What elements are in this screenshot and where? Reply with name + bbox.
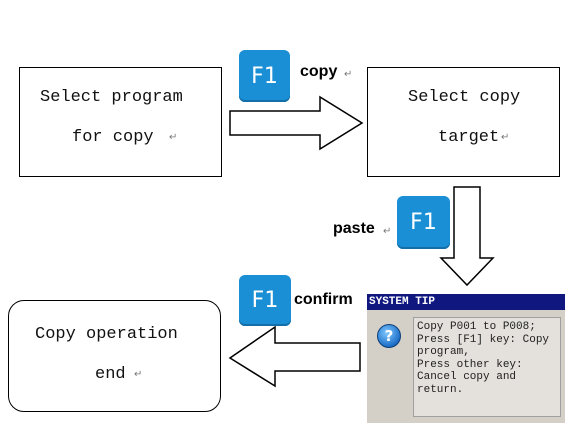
return-mark: ↵ xyxy=(501,132,510,143)
dialog-line: Press [F1] key: Copy xyxy=(417,333,550,346)
dialog-line: program, xyxy=(417,346,470,358)
right-arrow xyxy=(229,95,364,151)
f1-confirm-key: F1 xyxy=(239,275,291,326)
return-mark: ↵ xyxy=(134,369,143,380)
select-target-box: Select copy target ↵ xyxy=(367,67,560,177)
return-mark: ↵ xyxy=(169,132,178,143)
copy-label: copy xyxy=(300,63,338,80)
dialog-line: Press other key: xyxy=(417,358,523,371)
dialog-line: Cancel copy and xyxy=(417,371,517,383)
dialog-message: Copy P001 to P008; Press [F1] key: Copy … xyxy=(413,317,561,417)
select-target-line2: target xyxy=(438,128,500,147)
select-program-box: Select program for copy ↵ xyxy=(19,67,222,177)
copy-end-line1: Copy operation xyxy=(35,325,178,344)
confirm-label: confirm xyxy=(294,291,353,308)
copy-end-box: Copy operation end ↵ xyxy=(8,300,221,412)
f1-copy-key: F1 xyxy=(239,50,290,102)
return-mark: ↵ xyxy=(383,226,392,237)
dialog-title: SYSTEM TIP xyxy=(367,294,565,310)
left-arrow xyxy=(228,325,361,388)
dialog-line: Copy P001 to P008; xyxy=(417,321,536,333)
select-program-line1: Select program xyxy=(40,88,183,107)
paste-label: paste xyxy=(333,220,375,237)
select-target-line1: Select copy xyxy=(408,88,521,107)
copy-end-line2: end xyxy=(95,365,126,384)
system-tip-dialog: SYSTEM TIP ? Copy P001 to P008; Press [F… xyxy=(367,294,565,423)
f1-paste-key: F1 xyxy=(397,196,450,249)
select-program-line2: for copy xyxy=(72,128,154,147)
down-arrow xyxy=(439,186,495,287)
return-mark: ↵ xyxy=(344,69,353,80)
help-icon: ? xyxy=(377,324,401,348)
dialog-line: return. xyxy=(417,383,464,396)
